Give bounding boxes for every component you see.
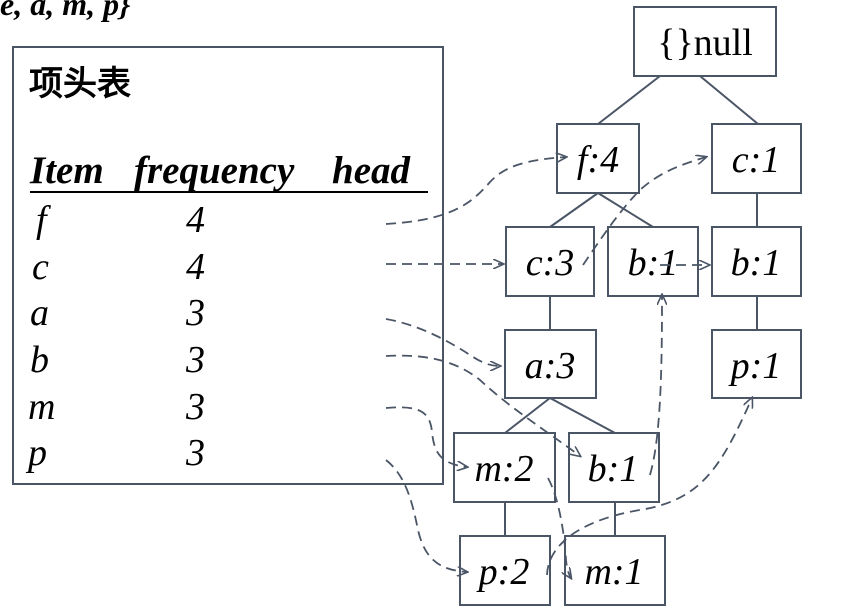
link-m2-m1 [547, 477, 571, 578]
column-header-frequency: frequency [134, 149, 295, 192]
node-m1-label: m:1 [584, 551, 643, 593]
node-b1-right [711, 226, 802, 297]
node-f4-label: f:4 [577, 139, 619, 181]
row-b-frequency: 3 [186, 339, 205, 381]
link-a-head [385, 318, 500, 366]
node-c3-label: c:3 [526, 242, 575, 284]
node-b1-low-label: b:1 [588, 448, 639, 490]
link-p2-p1 [546, 398, 752, 576]
node-a3-label: a:3 [525, 345, 576, 387]
node-b1-mid-label: b:1 [628, 242, 679, 284]
edge-f4-b1 [597, 192, 654, 228]
row-a-item: a [30, 292, 49, 334]
node-p2-label: p:2 [476, 551, 530, 593]
row-m-item: m [28, 386, 56, 428]
header-table: 项头表 Item frequency head f 4 c 4 a 3 b 3 … [12, 46, 444, 485]
edge-root-c1 [699, 75, 759, 125]
node-a3 [504, 329, 597, 399]
node-p2 [459, 535, 551, 606]
tree-nodes [453, 6, 802, 606]
row-b-item: b [30, 339, 49, 381]
column-header-head: head [332, 149, 410, 192]
node-m2 [453, 432, 556, 503]
tree-edges [504, 75, 759, 536]
node-c1-label: c:1 [732, 139, 781, 181]
node-m2-label: m:2 [474, 448, 533, 490]
link-c3-c1 [582, 157, 706, 266]
node-p1-label: p:1 [728, 345, 782, 387]
link-f-head [385, 157, 566, 225]
node-p1 [711, 329, 802, 399]
edge-root-f4 [597, 75, 661, 125]
link-b-head [385, 354, 580, 456]
edge-a3-b1 [549, 397, 616, 434]
link-b1-b1-up [649, 295, 662, 476]
node-b1-mid [607, 226, 699, 297]
node-root-label: {}null [657, 22, 753, 64]
row-c-frequency: 4 [186, 246, 205, 288]
node-b1-right-label: b:1 [731, 242, 782, 284]
row-f-frequency: 4 [186, 199, 205, 241]
link-m-head [385, 406, 467, 467]
link-p-head [385, 459, 467, 572]
row-f-item: f [36, 199, 47, 241]
node-b1-low [568, 432, 660, 503]
row-a-frequency: 3 [186, 292, 205, 334]
node-c1 [711, 123, 802, 194]
row-m-frequency: 3 [186, 386, 205, 428]
row-c-item: c [32, 246, 49, 288]
column-header-underline [30, 191, 428, 193]
node-c3 [505, 226, 595, 297]
node-f4 [556, 123, 640, 194]
column-header-item: Item [30, 149, 104, 192]
node-m1 [564, 535, 666, 606]
edge-a3-m2 [504, 397, 551, 434]
header-table-title: 项头表 [29, 64, 131, 104]
row-p-item: p [28, 432, 47, 474]
top-caption: e, a, m, p} [0, 0, 131, 22]
node-root [633, 6, 777, 77]
edge-f4-c3 [549, 192, 599, 228]
node-links [385, 157, 752, 578]
row-p-frequency: 3 [186, 432, 205, 474]
